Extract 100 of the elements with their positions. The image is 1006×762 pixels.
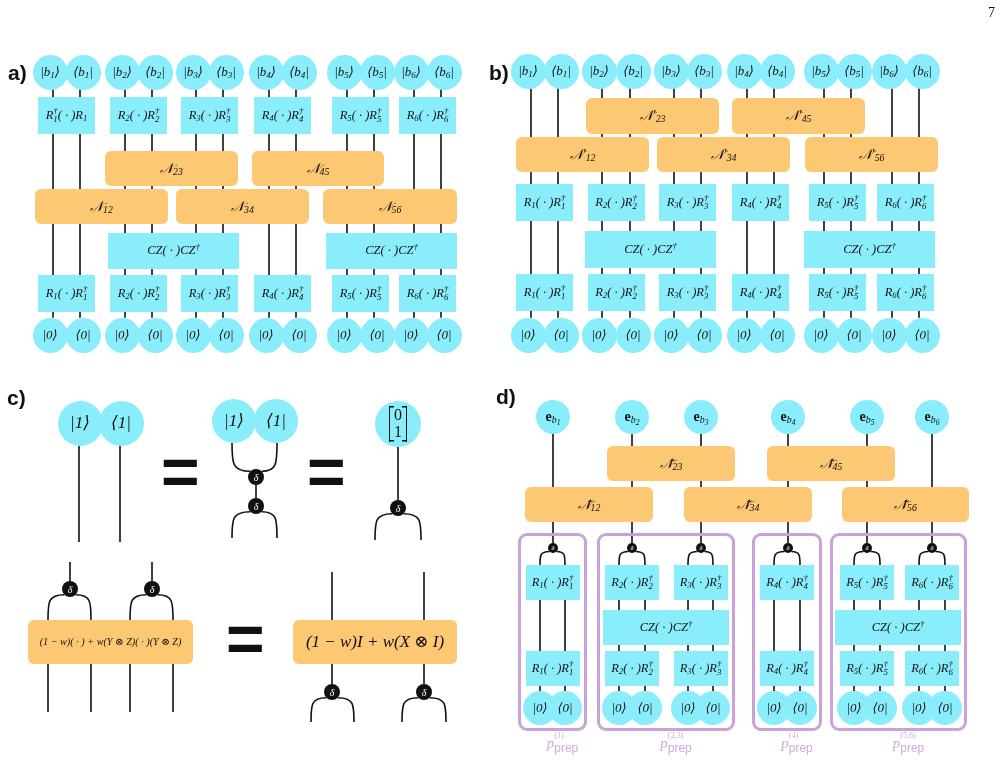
- wire: [172, 663, 174, 713]
- wire: [823, 133, 825, 138]
- wire: [618, 685, 620, 692]
- state-circle: |b$_{6}$⟩: [393, 54, 429, 90]
- channel-box: 𝒩′$_{12}$: [516, 137, 649, 172]
- wire: [850, 171, 852, 185]
- channel-box: 𝒩$_{45}$: [252, 151, 384, 186]
- state-circle: |0⟩: [175, 317, 211, 353]
- wire: [644, 685, 646, 692]
- state-circle: ⟨b$_{6}$|: [904, 53, 940, 89]
- state-circle: |b$_{2}$⟩: [104, 54, 140, 90]
- state-circle: |0⟩: [393, 317, 429, 353]
- wire: [373, 133, 375, 152]
- wire: [618, 644, 620, 652]
- channel-box: 𝒩$_{56}$: [323, 189, 457, 224]
- wire: [879, 644, 881, 652]
- wire: [629, 171, 631, 185]
- wire: [552, 521, 554, 544]
- wire: [853, 644, 855, 652]
- state-circle: |0⟩: [871, 317, 907, 353]
- wire: [222, 311, 224, 319]
- wire: [195, 268, 197, 276]
- wire: [79, 133, 81, 190]
- wire: [124, 311, 126, 319]
- wire: [295, 185, 297, 190]
- wire: [673, 310, 675, 319]
- wire: [440, 223, 442, 234]
- wire: [52, 223, 54, 276]
- wire: [373, 185, 375, 190]
- wire: [47, 663, 49, 713]
- wire: [773, 685, 775, 692]
- equals-sign: =: [161, 456, 200, 489]
- state-circle: |b$_{3}$⟩: [175, 54, 211, 90]
- panel-label: a): [8, 61, 27, 85]
- wire: [555, 550, 566, 566]
- delta-dot: δ: [248, 469, 264, 485]
- wire: [790, 550, 801, 566]
- wire: [773, 87, 775, 99]
- state-circle: ⟨0|: [759, 317, 795, 353]
- wire: [331, 663, 333, 685]
- wire: [918, 220, 920, 232]
- wire: [687, 550, 699, 566]
- wire: [346, 268, 348, 276]
- wire: [700, 267, 702, 275]
- state-circle: |0⟩: [803, 317, 839, 353]
- wire: [52, 311, 54, 319]
- wire: [879, 599, 881, 611]
- wire: [255, 484, 257, 499]
- wire: [673, 87, 675, 99]
- wire: [260, 510, 278, 539]
- state-circle: ⟨0|: [65, 317, 101, 353]
- wire: [700, 133, 702, 138]
- state-circle: ⟨b$_{6}$|: [426, 54, 462, 90]
- wire: [557, 171, 559, 185]
- wire: [629, 133, 631, 138]
- wire: [866, 480, 868, 488]
- wire: [823, 310, 825, 319]
- wire: [853, 599, 855, 611]
- wire: [850, 87, 852, 99]
- wire: [703, 550, 714, 566]
- wire: [69, 561, 71, 582]
- wire: [746, 171, 748, 185]
- delta-dot: δ: [248, 498, 264, 514]
- wire: [746, 310, 748, 319]
- wire: [746, 87, 748, 99]
- state-circle: ⟨0|: [836, 317, 872, 353]
- wire: [618, 550, 630, 566]
- wire: [373, 311, 375, 319]
- wire: [539, 599, 541, 652]
- state-circle: |b$_{1}$⟩: [32, 54, 68, 90]
- wire: [195, 185, 197, 190]
- wire: [295, 311, 297, 319]
- wire: [195, 88, 197, 98]
- state-circle: |b$_{5}$⟩: [803, 53, 839, 89]
- wire: [195, 223, 197, 234]
- state-circle: |0⟩: [248, 317, 284, 353]
- wire: [413, 311, 415, 319]
- wire: [891, 310, 893, 319]
- panel-label: c): [7, 386, 26, 410]
- wire: [151, 223, 153, 234]
- wire: [530, 87, 532, 138]
- wire: [601, 220, 603, 232]
- wire: [773, 550, 786, 566]
- wire: [295, 223, 297, 276]
- wire: [151, 133, 153, 152]
- wire: [401, 696, 420, 723]
- channel-box: 𝒩̃$_{23}$: [607, 446, 735, 481]
- wire: [673, 267, 675, 275]
- wire: [119, 444, 121, 543]
- state-circle: |b$_{6}$⟩: [871, 53, 907, 89]
- wire: [773, 133, 775, 138]
- state-circle: |1⟩: [57, 400, 103, 446]
- wire: [78, 444, 80, 543]
- wire: [397, 446, 399, 501]
- wire: [673, 171, 675, 185]
- gate-box: CZ( · )CZ$^{†}$: [603, 610, 729, 645]
- wire: [268, 311, 270, 319]
- wire: [891, 267, 893, 275]
- wire: [222, 133, 224, 152]
- state-circle: |0⟩: [104, 317, 140, 353]
